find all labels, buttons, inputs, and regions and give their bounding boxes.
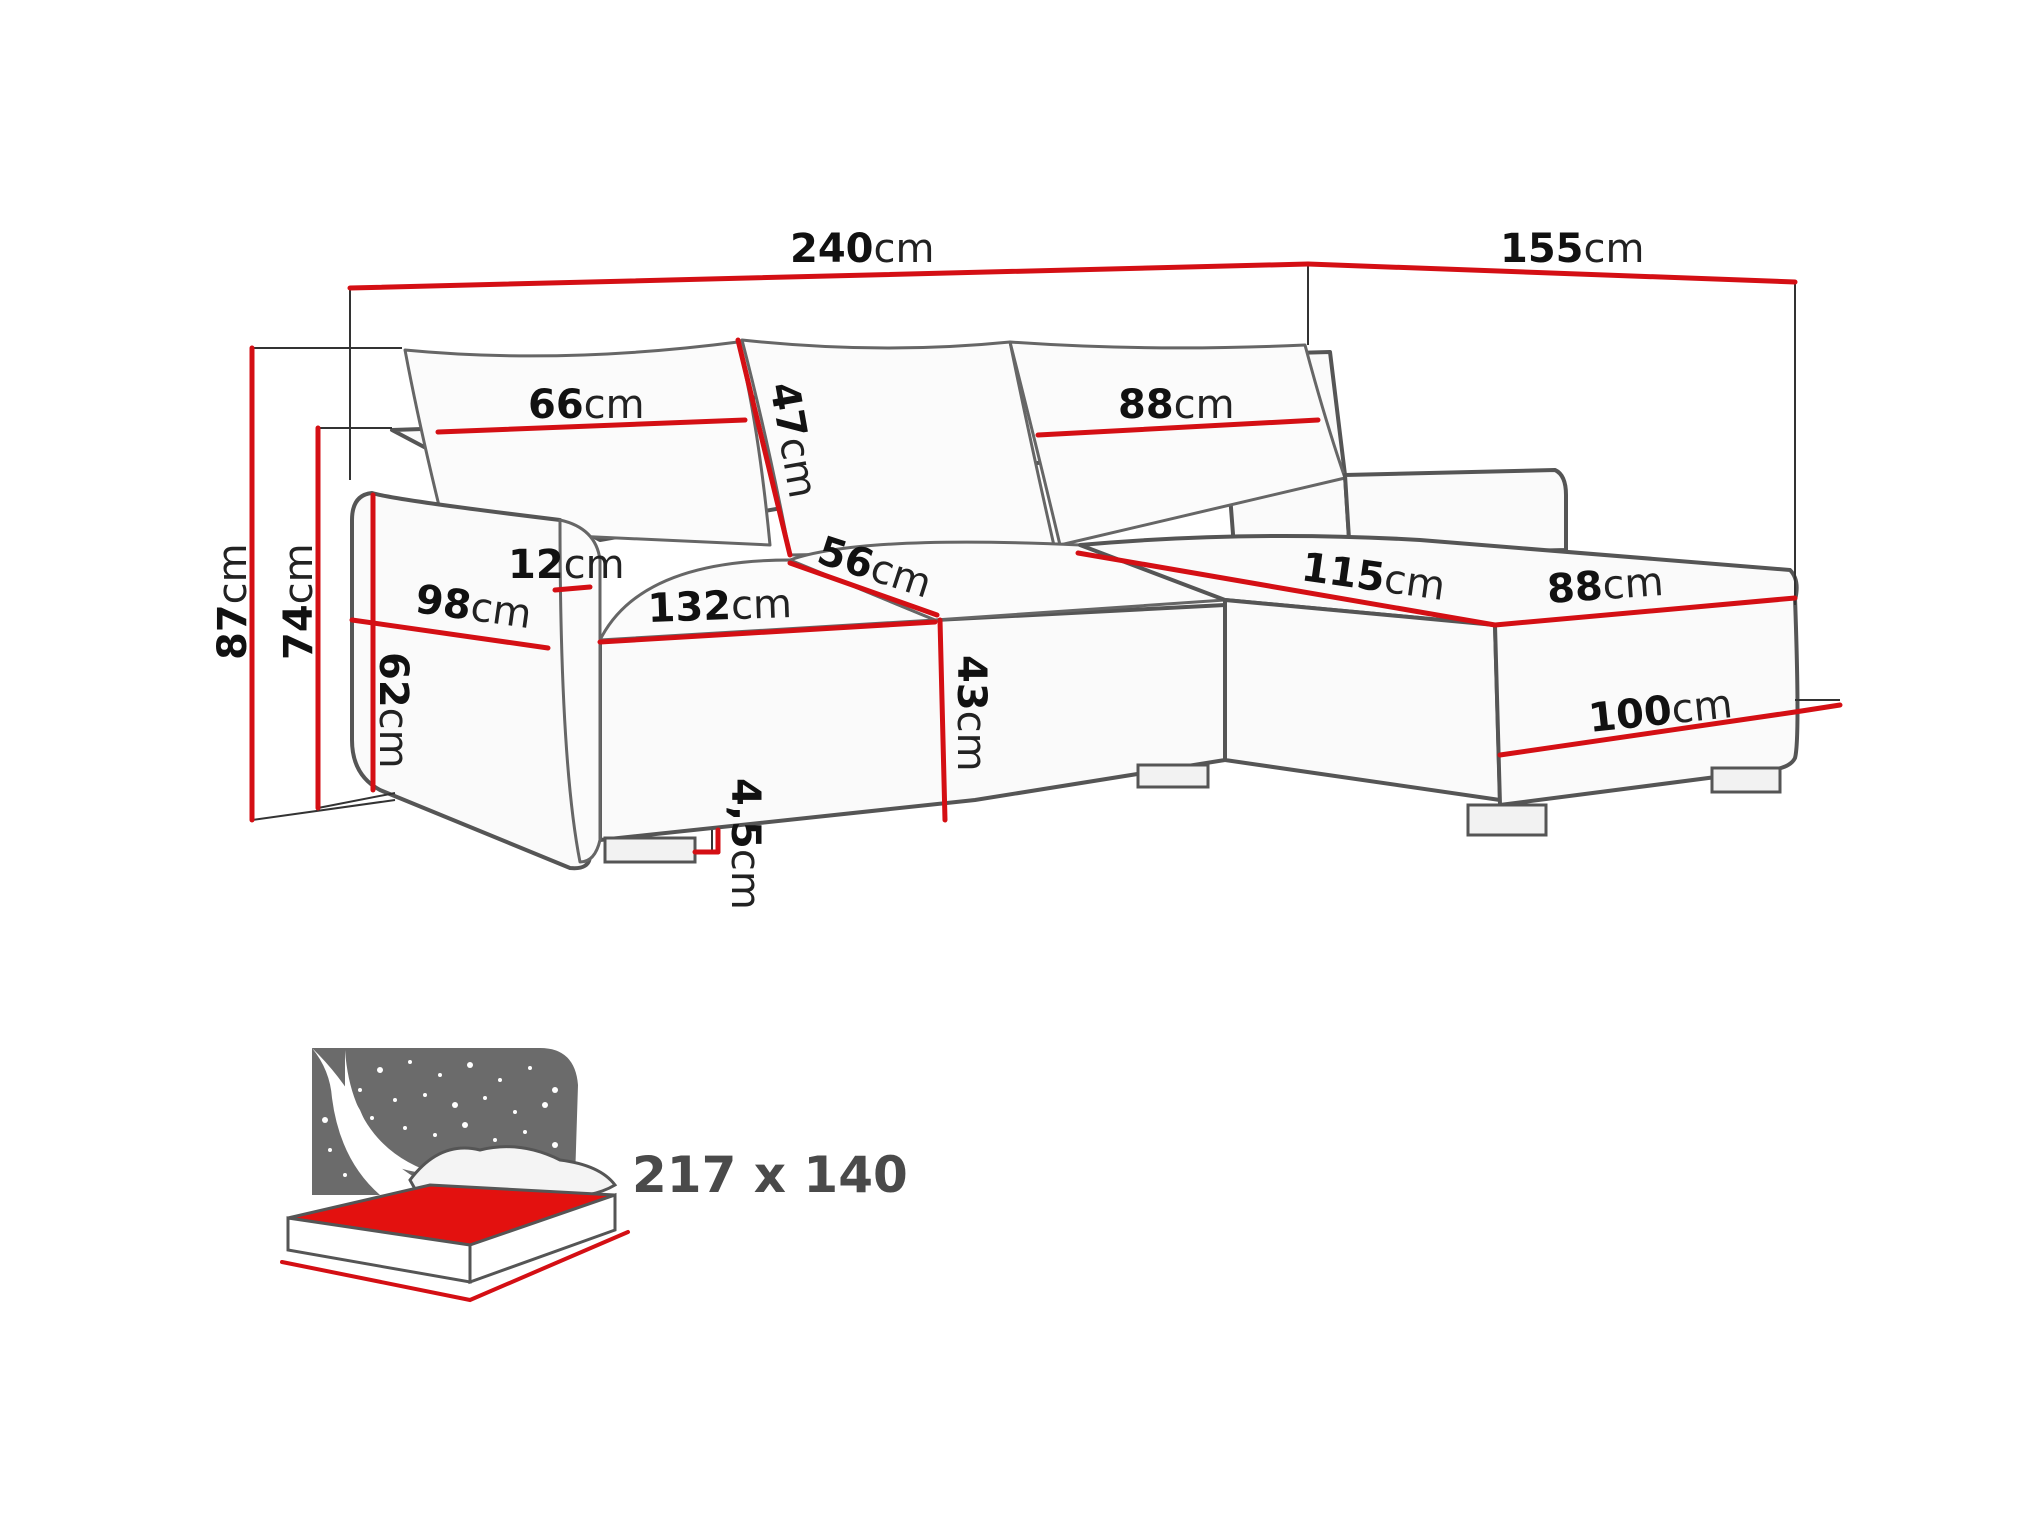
star-icon <box>408 1060 412 1064</box>
foot-front-left <box>603 836 697 864</box>
line-chaise-seat-width <box>1492 595 1798 628</box>
line-cushion-left <box>435 417 748 435</box>
star-icon <box>328 1148 332 1152</box>
line-cushion-height <box>735 337 793 558</box>
label-chaise-inner: 115cm <box>1299 544 1448 610</box>
label-chaise-depth: 155cm <box>1500 226 1644 272</box>
label-seat-height: 43cm <box>948 655 994 772</box>
line-armrest-width <box>552 584 593 593</box>
star-icon <box>483 1096 487 1100</box>
star-icon <box>467 1062 473 1068</box>
star-icon <box>423 1093 427 1097</box>
label-cushion-left: 66cm <box>528 382 645 428</box>
label-overall-height: 87cm <box>210 543 256 660</box>
back-cushion-right <box>1008 340 1347 547</box>
chaise-backrest <box>1343 468 1568 557</box>
label-armrest-height: 62cm <box>370 652 416 769</box>
moon-curve <box>345 1050 440 1175</box>
label-cushion-right: 88cm <box>1118 382 1235 428</box>
label-armrest-width: 12cm <box>508 542 625 588</box>
line-seat-width <box>597 619 938 645</box>
line-chaise-width-ext <box>1792 702 1843 715</box>
line-seat-depth-slope <box>787 560 940 618</box>
line-chaise-depth <box>1305 261 1798 285</box>
star-icon <box>393 1098 397 1102</box>
line-cushion-right <box>1035 417 1321 438</box>
foot-chaise-back <box>1710 766 1782 794</box>
star-icon <box>542 1102 548 1108</box>
label-backrest-height: 74cm <box>276 543 322 660</box>
star-icon <box>433 1133 437 1137</box>
star-icon <box>498 1078 502 1082</box>
sofa-main-body <box>598 603 1227 842</box>
sofa-drawing <box>350 338 1800 871</box>
label-leg-height: 4,5cm <box>722 778 768 910</box>
line-seat-depth <box>349 617 551 651</box>
dimension-lines <box>249 261 1843 855</box>
mattress-side <box>468 1192 617 1285</box>
line-overall-width <box>347 261 1311 291</box>
star-icon <box>370 1116 374 1120</box>
star-icon <box>452 1102 458 1108</box>
line-chaise-width <box>1497 709 1798 758</box>
label-overall-width: 240cm <box>790 226 934 272</box>
chaise-front <box>1223 598 1502 802</box>
label-seat-width: 132cm <box>647 581 793 632</box>
label-seat-depth: 98cm <box>413 576 535 638</box>
seat-top <box>598 558 937 642</box>
star-icon <box>552 1087 558 1093</box>
star-icon <box>552 1142 558 1148</box>
star-icon <box>403 1126 407 1130</box>
star-icon <box>493 1138 497 1142</box>
label-chaise-seat-width: 88cm <box>1545 559 1665 613</box>
star-icon <box>377 1067 383 1073</box>
star-icon <box>523 1130 527 1134</box>
bed-size-label: 217 x 140 <box>632 1146 908 1204</box>
star-icon <box>462 1122 468 1128</box>
label-cushion-height: 47cm <box>760 379 826 502</box>
star-icon <box>343 1173 347 1177</box>
star-icon <box>528 1066 532 1070</box>
star-icon <box>513 1110 517 1114</box>
foot-chaise-front <box>1466 803 1548 837</box>
sleep-function-icon: 217 x 140 <box>280 1048 908 1303</box>
star-icon <box>322 1117 328 1123</box>
label-chaise-width: 100cm <box>1586 681 1734 742</box>
line-chaise-inner <box>1075 550 1498 628</box>
left-armrest-front <box>558 518 602 864</box>
foot-front-middle <box>1136 763 1210 789</box>
dimension-labels: 240cm 155cm 66cm 47cm 88cm 12cm 56cm 115… <box>210 226 1735 910</box>
star-icon <box>438 1073 442 1077</box>
bed-dimension-line <box>280 1230 630 1303</box>
star-icon <box>358 1088 362 1092</box>
line-seat-height <box>937 617 948 823</box>
back-cushion-middle <box>740 338 1057 557</box>
